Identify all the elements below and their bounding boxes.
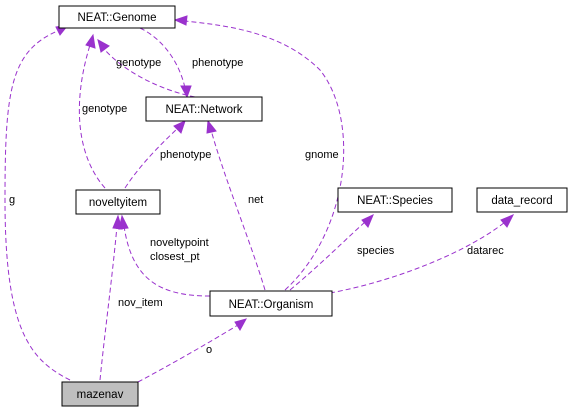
node-neat-species[interactable]: NEAT::Species xyxy=(337,187,453,213)
node-neat-network[interactable]: NEAT::Network xyxy=(145,96,263,122)
edge-label-g: g xyxy=(9,194,15,206)
edge-label-genotype-1: genotype xyxy=(116,57,161,69)
node-label-mazenav: mazenav xyxy=(77,389,124,401)
edge-organism-datarec: datarec xyxy=(329,214,515,294)
node-neat-genome[interactable]: NEAT::Genome xyxy=(58,5,176,29)
edge-label-net: net xyxy=(248,194,263,206)
node-label-genome: NEAT::Genome xyxy=(77,12,156,24)
node-label-noveltyitem: noveltyitem xyxy=(89,197,147,209)
edge-label-genotype-2: genotype xyxy=(82,103,127,115)
edge-organism-species: species xyxy=(289,214,395,291)
edge-mazenav-organism: o xyxy=(137,318,248,383)
node-label-organism: NEAT::Organism xyxy=(229,299,314,311)
edge-organism-network: net xyxy=(206,119,266,291)
edge-label-closest-pt: closest_pt xyxy=(150,251,200,263)
edge-label-phenotype-2: phenotype xyxy=(160,149,211,161)
edge-mazenav-noveltyitem: nov_item xyxy=(99,214,163,381)
node-label-data-record: data_record xyxy=(491,195,552,207)
node-data-record[interactable]: data_record xyxy=(476,187,568,213)
node-neat-organism[interactable]: NEAT::Organism xyxy=(209,290,333,317)
edge-label-species: species xyxy=(357,245,395,257)
node-label-network: NEAT::Network xyxy=(165,104,242,116)
edge-network-genome: genotype xyxy=(97,39,196,98)
node-mazenav[interactable]: mazenav xyxy=(61,381,139,407)
edge-organism-noveltyitem: noveltypoint closest_pt xyxy=(118,214,211,297)
node-label-species: NEAT::Species xyxy=(357,195,433,207)
edge-genome-network: phenotype xyxy=(139,27,243,99)
edge-noveltyitem-network: phenotype xyxy=(124,120,211,189)
edge-label-nov-item: nov_item xyxy=(118,297,163,309)
edge-label-gnome: gnome xyxy=(305,149,339,161)
edge-noveltyitem-genome: genotype xyxy=(78,33,127,189)
edge-label-datarec: datarec xyxy=(467,245,504,257)
edge-label-phenotype-1: phenotype xyxy=(192,57,243,69)
edge-mazenav-genome: g xyxy=(4,24,71,381)
edge-label-o: o xyxy=(206,344,212,356)
node-noveltyitem[interactable]: noveltyitem xyxy=(75,189,161,215)
edge-label-noveltypoint: noveltypoint xyxy=(150,237,209,249)
edge-organism-genome: gnome xyxy=(173,15,345,291)
